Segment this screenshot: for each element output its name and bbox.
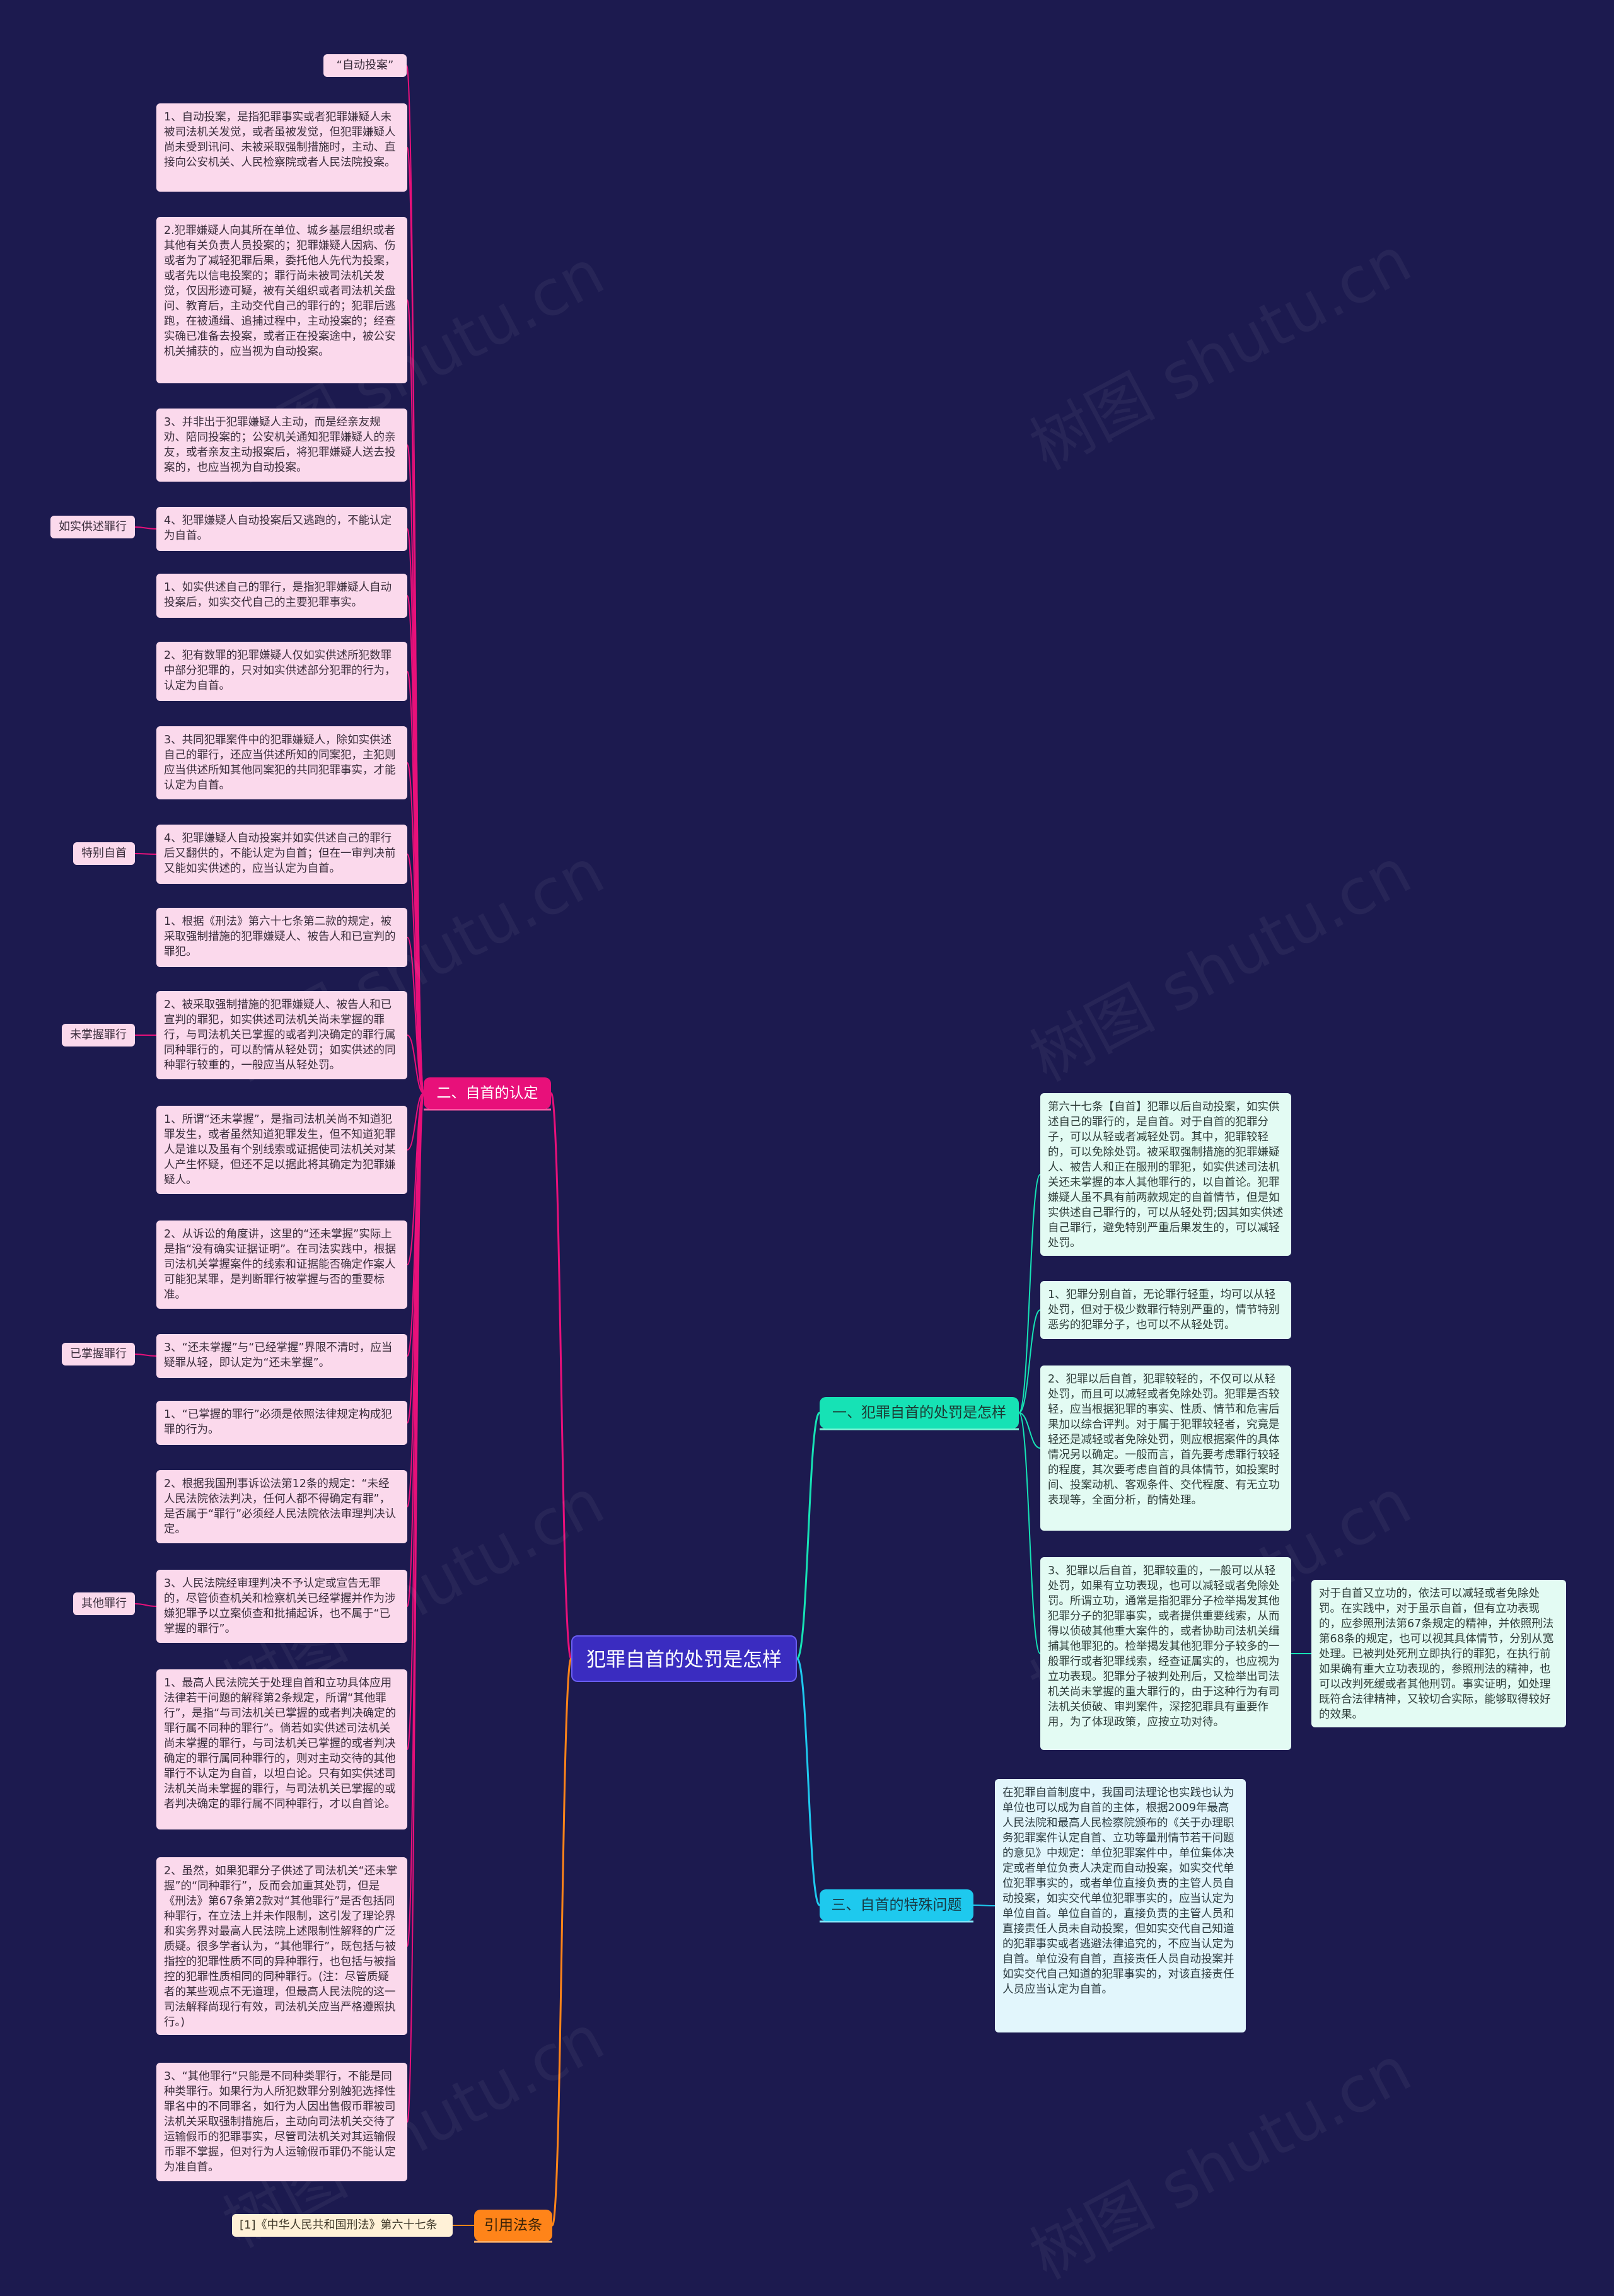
link-recognition-leaf bbox=[407, 1093, 424, 1151]
leaf-text[interactable]: 2、犯罪以后自首，犯罪较轻的，不仅可以从轻处罚，而且可以减轻或者免除处罚。犯罪是… bbox=[1040, 1365, 1291, 1531]
tag-other-crime[interactable]: 其他罪行 bbox=[73, 1592, 135, 1615]
link-recognition-leaf bbox=[407, 1035, 424, 1094]
leaf-text[interactable]: 3、犯罪以后自首，犯罪较重的，一般可以从轻处罚，如果有立功表现，也可以减轻或者免… bbox=[1040, 1557, 1291, 1750]
leaf-text[interactable]: 1、最高人民法院关于处理自首和立功具体应用法律若干问题的解释第2条规定，所谓“其… bbox=[156, 1669, 407, 1829]
leaf-text[interactable]: 3、并非出于犯罪嫌疑人主动，而是经亲友规劝、陪同投案的；公安机关通知犯罪嫌疑人的… bbox=[156, 409, 407, 482]
leaf-auto-surrender[interactable]: “自动投案” bbox=[323, 54, 407, 77]
link-tag bbox=[134, 1354, 157, 1357]
link-root-punishment bbox=[796, 1412, 821, 1660]
link-recognition-leaf bbox=[407, 937, 424, 1094]
tag-truthful-confession[interactable]: 如实供述罪行 bbox=[50, 516, 135, 538]
leaf-text[interactable]: 2.犯罪嫌疑人向其所在单位、城乡基层组织或者其他有关负责人员投案的；犯罪嫌疑人因… bbox=[156, 217, 407, 383]
leaf-text[interactable]: 2、被采取强制措施的犯罪嫌疑人、被告人和已宣判的罪犯，如实供述司法机关尚未掌握的… bbox=[156, 991, 407, 1079]
leaf-text[interactable]: 1、根据《刑法》第六十七条第二款的规定，被采取强制措施的犯罪嫌疑人、被告人和已宣… bbox=[156, 908, 407, 967]
leaf-article-67[interactable]: 第六十七条【自首】犯罪以后自动投案，如实供述自己的罪行的，是自首。对于自首的犯罪… bbox=[1040, 1093, 1291, 1256]
leaf-text[interactable]: 2、根据我国刑事诉讼法第12条的规定：“未经人民法院依法判决，任何人都不得确定有… bbox=[156, 1470, 407, 1543]
link-special-leaf bbox=[973, 1905, 996, 1906]
leaf-text[interactable]: 1、如实供述自己的罪行，是指犯罪嫌疑人自动投案后，如实交代自己的主要犯罪事实。 bbox=[156, 574, 407, 618]
root-topic[interactable]: 犯罪自首的处罚是怎样 bbox=[571, 1635, 797, 1682]
leaf-text[interactable]: 1、犯罪分别自首，无论罪行轻重，均可以从轻处罚，但对于极少数罪行特别严重的，情节… bbox=[1040, 1281, 1291, 1339]
leaf-text[interactable]: 1、自动投案，是指犯罪事实或者犯罪嫌疑人未被司法机关发觉，或者虽被发觉，但犯罪嫌… bbox=[156, 103, 407, 192]
leaf-surrender-and-merit[interactable]: 对于自首又立功的，依法可以减轻或者免除处罚。在实践中，对于虽示自首，但有立功表现… bbox=[1311, 1580, 1566, 1727]
link-tag bbox=[134, 526, 157, 530]
leaf-text[interactable]: 4、犯罪嫌疑人自动投案并如实供述自己的罪行后又翻供的，不能认定为自首；但在一审判… bbox=[156, 825, 407, 884]
tag-unmastered-crime[interactable]: 未掌握罪行 bbox=[62, 1024, 135, 1047]
leaf-text[interactable]: 2、虽然，如果犯罪分子供述了司法机关“还未掌握”的“同种罪行”，反而会加重其处罚… bbox=[156, 1857, 407, 2035]
link-punishment-leaf bbox=[1018, 1174, 1041, 1413]
link-punishment-leaf bbox=[1018, 1309, 1041, 1413]
branch-special[interactable]: 三、自首的特殊问题 bbox=[820, 1889, 973, 1921]
link-root-citation bbox=[551, 1657, 572, 2227]
link-root-special bbox=[796, 1657, 821, 1906]
leaf-text[interactable]: 1、所谓“还未掌握”，是指司法机关尚不知道犯罪发生，或者虽然知道犯罪发生，但不知… bbox=[156, 1106, 407, 1194]
leaf-text[interactable]: 3、共同犯罪案件中的犯罪嫌疑人，除如实供述自己的罪行，还应当供述所知的同案犯，主… bbox=[156, 726, 407, 799]
leaf-text[interactable]: 4、犯罪嫌疑人自动投案后又逃跑的，不能认定为自首。 bbox=[156, 507, 407, 551]
link-punishment-leaf bbox=[1018, 1412, 1041, 1654]
branch-citation[interactable]: 引用法条 bbox=[474, 2210, 552, 2241]
branch-punishment[interactable]: 一、犯罪自首的处罚是怎样 bbox=[820, 1397, 1019, 1429]
leaf-text[interactable]: 3、“其他罪行”只能是不同种类罪行，不能是同种类罪行。如果行为人所犯数罪分别触犯… bbox=[156, 2063, 407, 2181]
leaf-text[interactable]: 2、犯有数罪的犯罪嫌疑人仅如实供述所犯数罪中部分犯罪的，只对如实供述部分犯罪的行… bbox=[156, 642, 407, 701]
leaf-text[interactable]: 3、“还未掌握”与“已经掌握”界限不清时，应当疑罪从轻，即认定为“还未掌握”。 bbox=[156, 1334, 407, 1378]
leaf-text[interactable]: 1、“已掌握的罪行”必须是依照法律规定构成犯罪的行为。 bbox=[156, 1401, 407, 1445]
leaf-text[interactable]: 3、人民法院经审理判决不予认定或宣告无罪的，尽管侦查机关和检察机关已经掌握并作为… bbox=[156, 1570, 407, 1643]
branch-recognition[interactable]: 二、自首的认定 bbox=[424, 1077, 551, 1109]
link-punishment-leaf bbox=[1018, 1412, 1041, 1449]
link-recognition-leaf bbox=[407, 854, 424, 1094]
leaf-unit-surrender[interactable]: 在犯罪自首制度中，我国司法理论也实践也认为单位也可以成为自首的主体，根据2009… bbox=[995, 1779, 1246, 2032]
link-root-recognition bbox=[550, 1092, 572, 1660]
leaf-text[interactable]: 2、从诉讼的角度讲，这里的“还未掌握”实际上是指“没有确实证据证明”。在司法实践… bbox=[156, 1220, 407, 1309]
citation-reference[interactable]: [1]《中华人民共和国刑法》第六十七条 bbox=[232, 2214, 453, 2237]
link-tag bbox=[134, 1603, 157, 1607]
tag-special-surrender[interactable]: 特别自首 bbox=[73, 842, 135, 865]
tag-mastered-crime[interactable]: 已掌握罪行 bbox=[62, 1343, 135, 1365]
link-recognition-leaf bbox=[407, 1093, 424, 2123]
